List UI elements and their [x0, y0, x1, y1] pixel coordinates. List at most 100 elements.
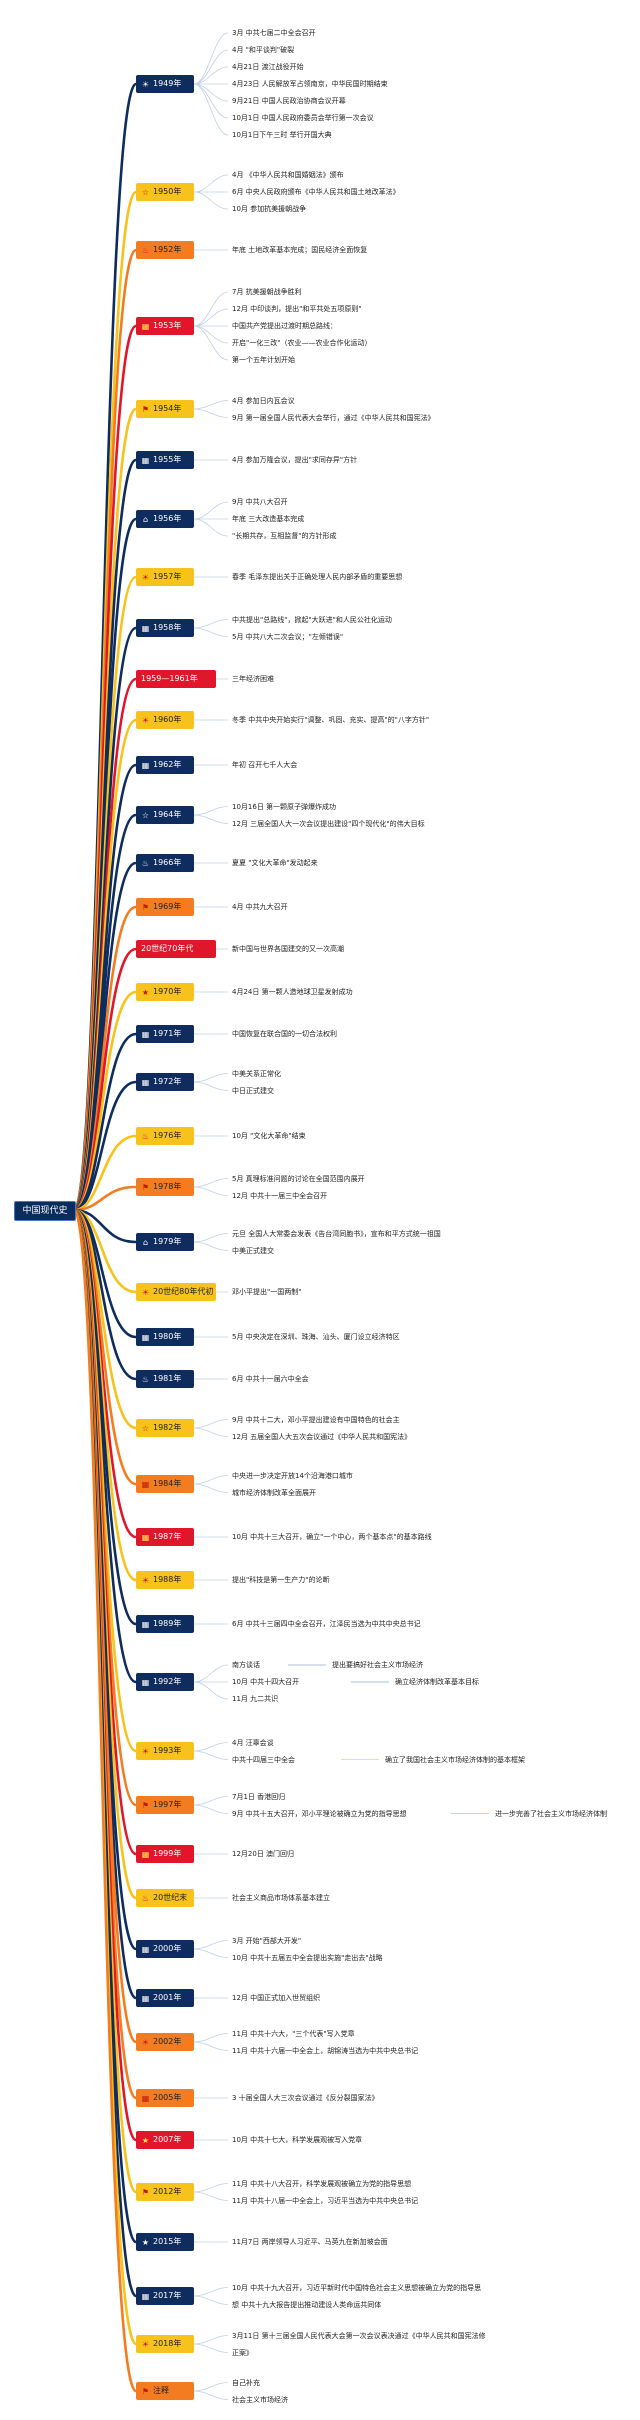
- event-leaf[interactable]: 12月 中印谈判，提出"和平共处五项原则": [232, 305, 362, 313]
- node-1982年[interactable]: ☆1982年: [136, 1419, 194, 1437]
- node-1958年[interactable]: ▦1958年: [136, 619, 194, 637]
- event-leaf[interactable]: 9月 中共八大召开: [232, 498, 288, 506]
- sub-event-leaf[interactable]: 进一步完善了社会主义市场经济体制: [495, 1809, 607, 1818]
- event-leaf[interactable]: 3 十届全国人大三次会议通过《反分裂国家法》: [232, 2094, 379, 2102]
- event-leaf[interactable]: 社会主义市场经济: [232, 2395, 288, 2404]
- event-leaf[interactable]: 年底 三大改造基本完成: [232, 515, 305, 523]
- node-20世纪70年代[interactable]: 20世纪70年代: [136, 940, 216, 958]
- node-1969年[interactable]: ⚑1969年: [136, 898, 194, 916]
- event-leaf[interactable]: 中共十四届三中全会: [232, 1755, 295, 1764]
- event-leaf[interactable]: 10月 中共十四大召开: [232, 1678, 300, 1686]
- event-leaf[interactable]: 3月 中共七届二中全会召开: [232, 29, 316, 37]
- event-leaf[interactable]: 中国恢复在联合国的一切合法权利: [232, 1030, 337, 1038]
- event-leaf[interactable]: 4月23日 人民解放军占领南京，中华民国时期结束: [232, 80, 388, 88]
- node-1988年[interactable]: ☀1988年: [136, 1571, 194, 1589]
- root-topic[interactable]: 中国现代史: [14, 1201, 76, 1221]
- node-2005年[interactable]: ▦2005年: [136, 2089, 194, 2107]
- node-1959—1961年[interactable]: 1959—1961年: [136, 670, 216, 688]
- event-leaf[interactable]: 11月 九二共识: [232, 1695, 279, 1703]
- event-leaf[interactable]: 5月 真理标准问题的讨论在全国范围内展开: [232, 1174, 365, 1183]
- event-leaf[interactable]: 中美关系正常化: [232, 1069, 281, 1078]
- event-leaf[interactable]: 11月 中共十六大，"三个代表"写入党章: [232, 2029, 355, 2038]
- node-1984年[interactable]: ▦1984年: [136, 1475, 194, 1493]
- event-leaf[interactable]: 7月1日 香港回归: [232, 1792, 286, 1801]
- event-leaf[interactable]: 4月 《中华人民共和国婚姻法》颁布: [232, 171, 344, 179]
- event-leaf[interactable]: 新中国与世界各国建交的又一次高潮: [232, 945, 344, 953]
- node-1976年[interactable]: ♨1976年: [136, 1127, 194, 1145]
- node-1987年[interactable]: ▦1987年: [136, 1528, 194, 1546]
- node-1957年[interactable]: ☀1957年: [136, 568, 194, 586]
- event-leaf[interactable]: 4月24日 第一颗人造地球卫星发射成功: [232, 988, 353, 996]
- node-1981年[interactable]: ♨1981年: [136, 1370, 194, 1388]
- event-leaf[interactable]: 10月1日下午三时 举行开国大典: [232, 131, 332, 139]
- node-1997年[interactable]: ⚑1997年: [136, 1796, 194, 1814]
- node-1999年[interactable]: ▦1999年: [136, 1845, 194, 1863]
- event-leaf[interactable]: 中国共产党提出过渡时期总路线：: [232, 322, 337, 330]
- event-leaf[interactable]: 开启"一化三改"（农业——农业合作化运动）: [232, 339, 372, 347]
- node-2015年[interactable]: ★2015年: [136, 2233, 194, 2251]
- node-1980年[interactable]: ▦1980年: [136, 1328, 194, 1346]
- event-leaf[interactable]: 中日正式建交: [232, 1086, 274, 1095]
- event-leaf[interactable]: 9月21日 中国人民政治协商会议开幕: [232, 97, 346, 105]
- node-2002年[interactable]: ☀2002年: [136, 2033, 194, 2051]
- event-leaf[interactable]: 提出"科技是第一生产力"的论断: [232, 1576, 330, 1584]
- event-leaf[interactable]: 10月16日 第一颗原子弹爆炸成功: [232, 802, 337, 811]
- event-leaf[interactable]: 12月 中国正式加入世贸组织: [232, 1994, 321, 2002]
- event-leaf[interactable]: 4月 参加日内瓦会议: [232, 396, 295, 405]
- event-leaf[interactable]: 7月 抗美援朝战争胜利: [232, 288, 302, 296]
- event-leaf[interactable]: 9月 中共十二大，邓小平提出建设有中国特色的社会主: [232, 1415, 400, 1424]
- node-2001年[interactable]: ▦2001年: [136, 1989, 194, 2007]
- node-1964年[interactable]: ☆1964年: [136, 806, 194, 824]
- sub-event-leaf[interactable]: 确立经济体制改革基本目标: [395, 1678, 479, 1686]
- node-1992年[interactable]: ▦1992年: [136, 1673, 194, 1691]
- event-leaf[interactable]: 9月 中共十五大召开，邓小平理论被确立为党的指导思想: [232, 1809, 407, 1818]
- node-1949年[interactable]: ☀1949年: [136, 75, 194, 93]
- event-leaf[interactable]: 夏夏 "文化大革命"发动起来: [232, 859, 318, 867]
- sub-event-leaf[interactable]: 确立了我国社会主义市场经济体制的基本框架: [385, 1755, 525, 1764]
- event-leaf[interactable]: 12月 五届全国人大五次会议通过《中华人民共和国宪法》: [232, 1432, 412, 1441]
- node-1989年[interactable]: ▦1989年: [136, 1615, 194, 1633]
- event-leaf[interactable]: 10月 "文化大革命"结束: [232, 1132, 306, 1140]
- node-2000年[interactable]: ▦2000年: [136, 1940, 194, 1958]
- node-1960年[interactable]: ☀1960年: [136, 711, 194, 729]
- event-leaf[interactable]: 4月 中共九大召开: [232, 903, 288, 911]
- event-leaf[interactable]: 南方谈话: [232, 1661, 260, 1669]
- node-1971年[interactable]: ▦1971年: [136, 1025, 194, 1043]
- event-leaf[interactable]: 9月 第一届全国人民代表大会举行，通过《中华人民共和国宪法》: [232, 413, 435, 422]
- event-leaf[interactable]: 正案》: [232, 2348, 253, 2357]
- sub-event-leaf[interactable]: 提出要搞好社会主义市场经济: [332, 1661, 423, 1669]
- node-1954年[interactable]: ⚑1954年: [136, 400, 194, 418]
- node-1966年[interactable]: ♨1966年: [136, 854, 194, 872]
- event-leaf[interactable]: 自己补充: [232, 2378, 260, 2387]
- node-1978年[interactable]: ⚑1978年: [136, 1178, 194, 1196]
- event-leaf[interactable]: 10月 中共十五届五中全会提出实施"走出去"战略: [232, 1953, 383, 1962]
- event-leaf[interactable]: 年底 土地改革基本完成；国民经济全面恢复: [232, 246, 368, 254]
- event-leaf[interactable]: "长期共存，互相监督"的方针形成: [232, 532, 337, 540]
- event-leaf[interactable]: 中央进一步决定开放14个沿海港口城市: [232, 1471, 353, 1480]
- node-1950年[interactable]: ☆1950年: [136, 183, 194, 201]
- event-leaf[interactable]: 4月 汪辜会谈: [232, 1738, 274, 1747]
- node-2018年[interactable]: ☀2018年: [136, 2335, 194, 2353]
- event-leaf[interactable]: 4月21日 渡江战役开始: [232, 63, 304, 71]
- node-1953年[interactable]: ▦1953年: [136, 317, 194, 335]
- event-leaf[interactable]: 6月 中共十三届四中全会召开，江泽民当选为中共中央总书记: [232, 1620, 421, 1628]
- node-2017年[interactable]: ▦2017年: [136, 2287, 194, 2305]
- event-leaf[interactable]: 春季 毛泽东提出关于正确处理人民内部矛盾的重要思想: [232, 573, 403, 581]
- event-leaf[interactable]: 12月 中共十一届三中全会召开: [232, 1191, 328, 1200]
- event-leaf[interactable]: 10月 中共十九大召开，习近平新时代中国特色社会主义思想被确立为党的指导思: [232, 2283, 482, 2292]
- event-leaf[interactable]: 10月 中共十七大，科学发展观被写入党章: [232, 2136, 363, 2144]
- event-leaf[interactable]: 第一个五年计划开始: [232, 356, 295, 364]
- event-leaf[interactable]: 6月 中央人民政府颁布《中华人民共和国土地改革法》: [232, 188, 400, 196]
- event-leaf[interactable]: 5月 中共八大二次会议；"左倾错误": [232, 632, 344, 641]
- node-1993年[interactable]: ☀1993年: [136, 1742, 194, 1760]
- event-leaf[interactable]: 年初 召开七千人大会: [232, 761, 298, 769]
- event-leaf[interactable]: 11月 中共十八大召开，科学发展观被确立为党的指导思想: [232, 2179, 412, 2188]
- event-leaf[interactable]: 11月 中共十六届一中全会上，胡锦涛当选为中共中央总书记: [232, 2046, 419, 2055]
- node-2012年[interactable]: ⚑2012年: [136, 2183, 194, 2201]
- node-1962年[interactable]: ▦1962年: [136, 756, 194, 774]
- event-leaf[interactable]: 三年经济困难: [232, 675, 274, 683]
- event-leaf[interactable]: 10月 参加抗美援朝战争: [232, 205, 307, 213]
- event-leaf[interactable]: 邓小平提出"一国两制": [232, 1288, 302, 1296]
- node-20世纪末[interactable]: ♨20世纪末: [136, 1889, 194, 1907]
- node-1972年[interactable]: ▦1972年: [136, 1073, 194, 1091]
